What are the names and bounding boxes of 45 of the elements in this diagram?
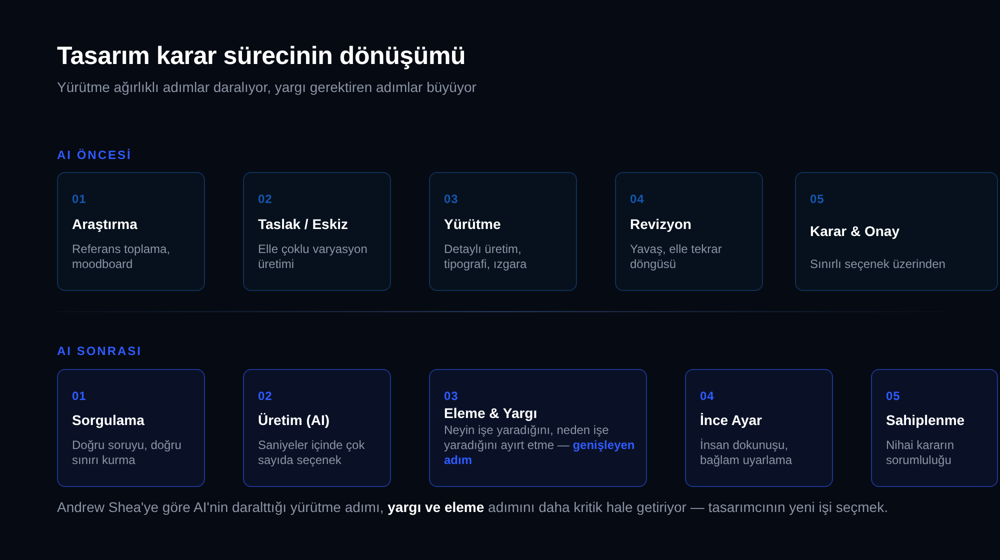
subtitle: Yürütme ağırlıklı adımlar daralıyor, yargı gerektiren adımlar büyüyor [57,79,476,95]
step-description: Neyin işe yaradığını, neden işe yaradığını ayırt etme — genişleyen adım [444,423,636,468]
step-number: 04 [700,389,714,403]
step-card [57,172,205,291]
step-title: Yürütme [444,216,501,232]
section-label: AI SONRASI [57,344,142,358]
step-description: Detaylı üretim, tipografi, ızgara [444,242,528,272]
step-number: 03 [444,389,458,403]
step-number: 01 [72,389,86,403]
step-title: Eleme & Yargı [444,404,538,422]
step-title: Sahiplenme [886,412,965,429]
step-description: İnsan dokunuşu, bağlam uyarlama [700,438,794,468]
step-description: Elle çoklu varyasyon üretimi [258,242,368,272]
step-title: Sorgulama [72,412,144,429]
step-title: Taslak / Eskiz [258,216,348,232]
step-title: Karar & Onay [810,223,900,240]
section-label: AI ÖNCESİ [57,148,132,162]
step-number: 02 [258,192,272,206]
step-number: 01 [72,192,86,206]
step-number: 04 [630,192,644,206]
step-number: 05 [886,389,900,403]
step-card [615,172,763,291]
step-number: 05 [810,192,824,206]
step-card [685,369,833,487]
step-title: Araştırma [72,216,138,232]
step-card [429,172,577,291]
step-card [243,172,391,291]
step-title: Revizyon [630,216,692,232]
step-card [871,369,998,487]
step-description: Doğru soruyu, doğru sınırı kurma [72,438,182,468]
step-card [795,172,998,291]
step-card [429,369,647,487]
step-number: 02 [258,389,272,403]
step-title: İnce Ayar [700,412,762,429]
step-card [243,369,391,487]
step-card [57,369,205,487]
step-number: 03 [444,192,458,206]
step-description: Nihai kararın sorumluluğu [886,438,956,468]
step-description: Referans toplama, moodboard [72,242,172,272]
caption-text: Andrew Shea'ye göre AI'nin daralttığı yürütme adımı, yargı ve eleme adımını daha kritik hale getiriyor — tasarımcının yeni işi seçmek. [57,499,888,515]
title: Tasarım karar sürecinin dönüşümü [57,42,466,71]
step-description: Sınırlı seçenek üzerinden [810,257,946,272]
step-description: Saniyeler içinde çok sayıda seçenek [258,438,366,468]
step-title: Üretim (AI) [258,412,330,429]
step-description: Yavaş, elle tekrar döngüsü [630,242,723,272]
